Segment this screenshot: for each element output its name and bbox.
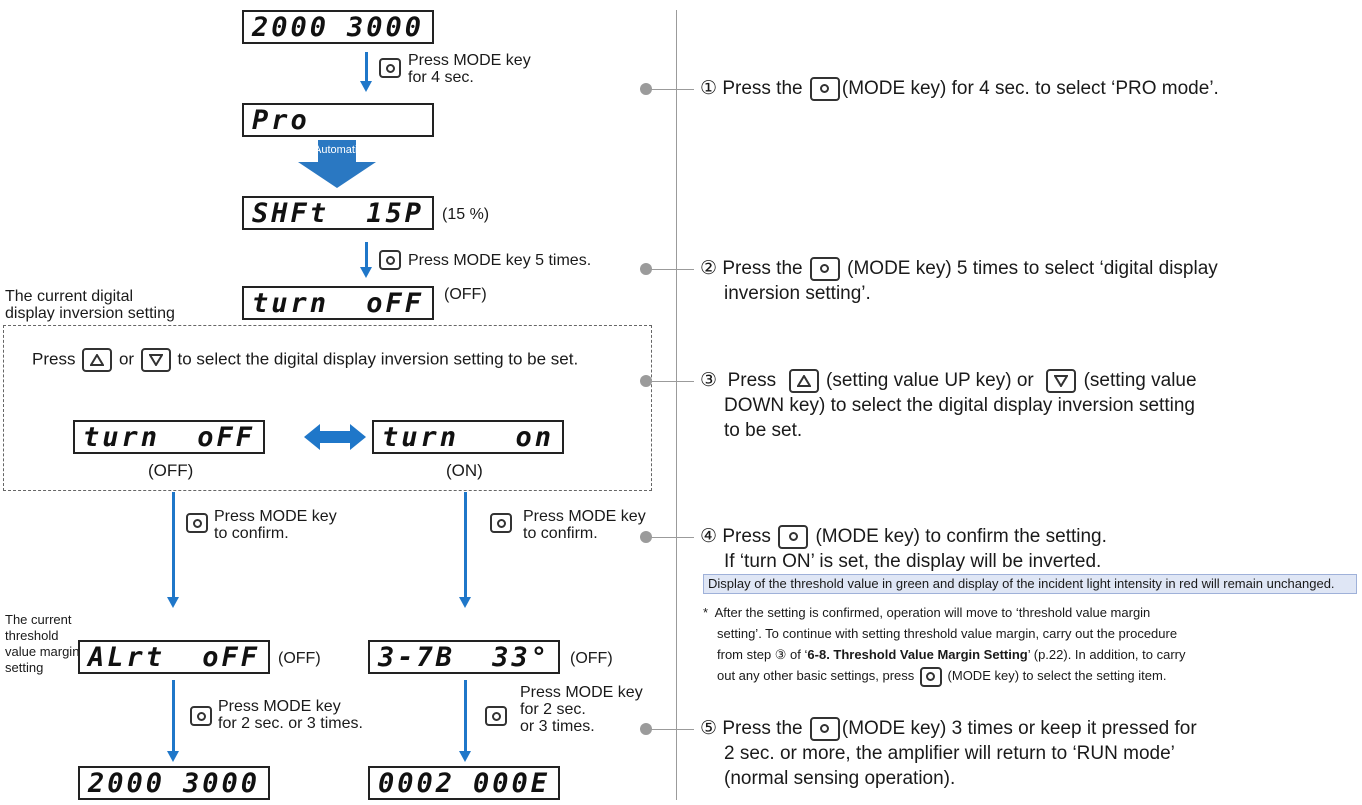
asterisk-note: * After the setting is confirmed, operat… [703,602,1357,687]
display-right-digits: oFF [197,421,255,453]
step-1: ① Press the (MODE key) for 4 sec. to sel… [700,76,1219,101]
display-run-top: 2000 3000 [242,10,434,44]
current-margin-label: The current threshold value margin setti… [5,612,80,675]
display-turn-off: turn oFF [73,420,265,454]
mode-key-icon [919,666,942,687]
mode-key-icon [379,250,401,270]
confirm-right-label: Press MODE key to confirm. [523,508,646,542]
step-5: ⑤ Press the (MODE key) 3 times or keep i… [700,716,1197,789]
display-run-bottom-left: 2000 3000 [78,766,270,800]
display-right-digits: 15P [366,197,424,229]
display-turn-on: turn on [372,420,564,454]
mode-key-icon [379,58,401,78]
leader-line [650,269,694,270]
display-left-digits: 3-7B [378,641,456,673]
display-right-digits: 3000 [346,11,424,43]
display-pro: Pro [242,103,434,137]
display-right-digits: 33° [492,641,550,673]
display-left-digits: turn [382,421,460,453]
on-caption: (ON) [446,461,483,480]
confirm-left-label: Press MODE key to confirm. [214,508,337,542]
display-right-digits: on [515,421,554,453]
automatic-label: Automatic [314,144,363,156]
up-key-icon [788,368,819,393]
press-mode-5times-label: Press MODE key 5 times. [408,252,592,269]
leader-line [650,537,694,538]
alert-value: (OFF) [278,650,321,667]
press-mode-4sec-label: Press MODE key for 4 sec. [408,52,531,86]
off-caption: (OFF) [148,461,194,480]
down-key-icon [1046,368,1077,393]
mode-key-icon [190,706,212,726]
select-instruction: Press or to select the digital display i… [32,348,578,372]
mode-key-icon [490,513,512,533]
leader-dot [640,83,652,95]
leader-dot [640,531,652,543]
flow-arrow [167,492,179,608]
display-left-digits: Pro [252,104,310,136]
note-box: Display of the threshold value in green … [703,574,1357,594]
display-turn-current: turn oFF [242,286,434,320]
display-right-digits: oFF [366,287,424,319]
selection-box [3,325,652,491]
mode-key-icon [778,524,809,549]
leader-line [650,89,694,90]
flow-arrow [459,492,471,608]
mode-key-icon [809,716,840,741]
double-arrow-icon [304,424,366,450]
return-left-label: Press MODE key for 2 sec. or 3 times. [218,698,363,732]
display-left-digits: 2000 [88,767,166,799]
step-4: ④ Press (MODE key) to confirm the settin… [700,524,1107,572]
mode-key-icon [809,76,840,101]
down-key-icon [140,348,171,372]
shift-percent-label: (15 %) [442,206,490,223]
mode-key-icon [485,706,507,726]
display-right-digits: 3000 [182,767,260,799]
leader-dot [640,263,652,275]
leader-dot [640,723,652,735]
leader-line [650,729,694,730]
display-left-digits: 2000 [252,11,330,43]
turn-current-value: (OFF) [444,286,487,303]
vertical-divider [676,10,677,800]
mode-key-icon [186,513,208,533]
step-2: ② Press the (MODE key) 5 times to select… [700,256,1218,304]
display-left-digits: turn [252,287,330,319]
display-left-digits: 0002 [378,767,456,799]
return-right-label: Press MODE key for 2 sec. or 3 times. [520,684,643,735]
display-left-digits: ALrt [88,641,166,673]
flow-arrow [360,52,372,92]
automatic-arrow [298,140,376,188]
inverted-value: (OFF) [570,650,613,667]
current-inversion-label: The current digital display inversion se… [5,288,175,322]
flow-arrow [360,242,372,278]
flow-arrow [459,680,471,762]
display-right-digits: oFF [202,641,260,673]
flow-arrow [167,680,179,762]
display-run-bottom-right: 0002 000E [368,766,560,800]
mode-key-icon [809,256,840,281]
display-inverted: 3-7B 33° [368,640,560,674]
leader-line [650,381,694,382]
display-right-digits: 000E [472,767,550,799]
leader-dot [640,375,652,387]
display-left-digits: turn [83,421,161,453]
display-left-digits: SHFt [252,197,330,229]
up-key-icon [82,348,113,372]
step-3: ③ Press (setting value UP key) or (setti… [700,368,1197,441]
display-alert-off: ALrt oFF [78,640,270,674]
display-shift: SHFt 15P [242,196,434,230]
